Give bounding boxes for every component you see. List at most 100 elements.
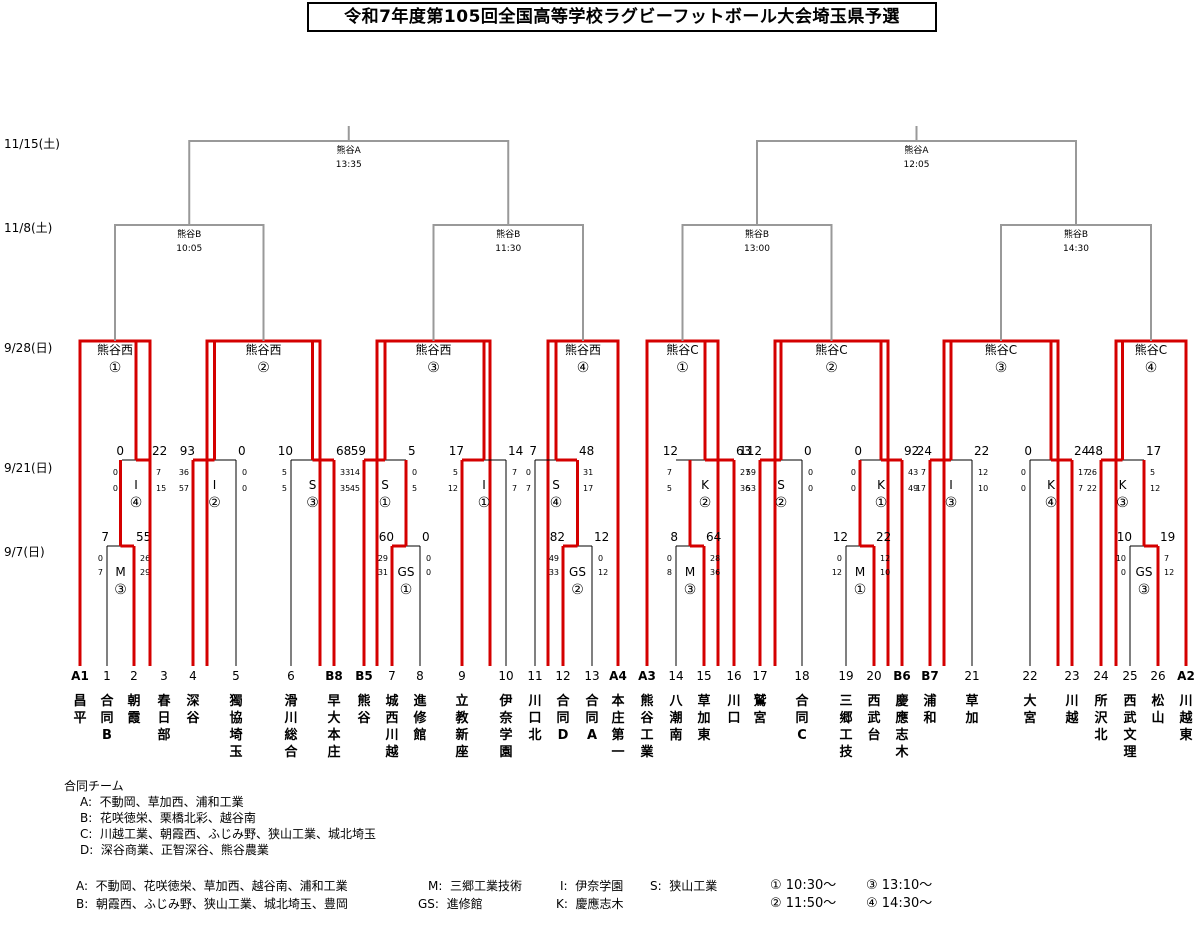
team-name-char: A: [587, 728, 597, 743]
semifinal-venue: 熊谷B: [496, 228, 520, 240]
round1-half-left: 0: [1121, 568, 1126, 577]
round2-half-right: 5: [1150, 468, 1155, 477]
round2-mark: ④: [1045, 495, 1058, 511]
team-name-char: 第: [611, 727, 624, 743]
team-name-char: 文: [1123, 727, 1137, 743]
team-name-char: 合: [556, 693, 570, 709]
round2-venue: I: [949, 478, 953, 492]
round2-half-right: 0: [808, 484, 813, 493]
team-name-char: 越: [1178, 710, 1193, 726]
team-slot-label: 19: [838, 669, 853, 683]
team-name-char: 埼: [229, 727, 242, 743]
round2-half-right: 7: [156, 468, 161, 477]
joint-team-b: B: 花咲徳栄、栗橋北彩、越谷南: [80, 811, 256, 825]
team-slot-label: 8: [416, 669, 424, 683]
round1-half-left: 10: [1116, 554, 1126, 563]
team-name-char: 合: [795, 693, 809, 709]
round1-venue: M: [115, 565, 125, 579]
round1-half-right: 26: [140, 554, 150, 563]
team-name-char: 郷: [839, 711, 852, 726]
team-name-char: 武: [1123, 710, 1136, 726]
round2-score-left: 59: [351, 444, 366, 458]
semifinal-time: 11:30: [495, 244, 521, 254]
round1-score-left: 7: [101, 530, 109, 544]
final-time: 13:35: [336, 160, 362, 170]
round2-score-left: 17: [449, 444, 464, 458]
team-name-char: 武: [867, 710, 880, 726]
round2-half-left: 14: [350, 468, 360, 477]
team-name-char: 潮: [669, 710, 682, 726]
round1-score-left: 82: [550, 530, 565, 544]
team-name-char: 技: [839, 744, 853, 760]
round2-half-right: 5: [412, 484, 417, 493]
team-name-char: 業: [639, 744, 654, 760]
round2-half-right: 43: [908, 468, 918, 477]
team-name-char: 熊: [357, 693, 370, 709]
team-name-char: 川: [726, 694, 740, 709]
round2-score-left: 7: [529, 444, 537, 458]
team-name-char: 協: [229, 710, 242, 726]
team-name-char: 所: [1094, 693, 1107, 709]
round1-score-right: 12: [594, 530, 609, 544]
final-venue: 熊谷A: [904, 144, 929, 156]
round2-half-left: 0: [1021, 468, 1026, 477]
quarterfinal-venue: 熊谷西: [415, 342, 451, 357]
team-slot-label: A2: [1177, 669, 1195, 683]
team-name-char: 部: [157, 727, 170, 743]
round2-half-right: 7: [1078, 484, 1083, 493]
time-legend-3: ③ 13:10～: [866, 878, 933, 893]
semifinal-time: 13:00: [744, 244, 770, 254]
team-name-char: 早: [327, 694, 340, 709]
team-name-char: 理: [1123, 745, 1136, 760]
team-slot-label: 4: [189, 669, 197, 683]
round2-mark: ②: [208, 495, 221, 511]
joint-team-a: A: 不動岡、草加西、浦和工業: [80, 795, 244, 809]
round2-score-right: 22: [152, 444, 167, 458]
round1-score-right: 64: [706, 530, 721, 544]
round2-score-left: 0: [854, 444, 862, 458]
team-name-char: 日: [157, 711, 170, 726]
team-name-char: 松: [1151, 693, 1164, 709]
round2-mark: ①: [379, 495, 392, 511]
team-name-char: 沢: [1094, 710, 1108, 726]
round2-venue: K: [701, 478, 710, 492]
round1-score-right: 22: [876, 530, 891, 544]
round2-mark: ④: [130, 495, 143, 511]
team-name-char: 熊: [640, 693, 653, 709]
round1-venue: M: [685, 565, 695, 579]
round2-half-left: 0: [113, 484, 118, 493]
semifinal-connector: [1000, 224, 1152, 341]
round2-score-right: 0: [804, 444, 812, 458]
team-name-char: 同: [100, 711, 113, 726]
team-name-char: 教: [454, 710, 469, 726]
team-slot-label: 6: [287, 669, 295, 683]
quarterfinal-bracket: [773, 339, 890, 666]
venue-legend-s: S: 狭山工業: [650, 879, 718, 893]
round2-score-right: 63: [736, 444, 751, 458]
round2-venue: I: [213, 478, 217, 492]
team-name-char: 台: [867, 727, 880, 743]
round2-venue: I: [134, 478, 138, 492]
venue-legend-b: B: 朝霞西、ふじみ野、狭山工業、城北埼玉、豊岡: [76, 897, 348, 911]
semifinal-time: 14:30: [1063, 244, 1089, 254]
round2-half-left: 22: [1087, 484, 1097, 493]
team-name-char: D: [558, 728, 569, 743]
team-slot-label: 9: [458, 669, 466, 683]
team-name-char: 草: [965, 693, 978, 709]
round2-half-right: 0: [242, 484, 247, 493]
final-venue: 熊谷A: [337, 144, 362, 156]
team-name-char: 立: [455, 693, 468, 709]
round2-half-right: 27: [740, 468, 750, 477]
team-name-char: 加: [964, 711, 978, 726]
joint-team-d: D: 深谷商業、正智深谷、熊谷農業: [80, 843, 269, 857]
venue-legend-gs: GS: 進修館: [418, 897, 483, 911]
team-name-char: 草: [697, 693, 710, 709]
round1-half-right: 7: [1164, 554, 1169, 563]
round2-half-right: 12: [978, 468, 988, 477]
round1-score-right: 55: [136, 530, 151, 544]
round1-score-left: 8: [670, 530, 678, 544]
round2-half-left: 5: [453, 468, 458, 477]
team-slot-label: 12: [555, 669, 570, 683]
team-name-char: 進: [413, 693, 426, 709]
round2-half-right: 33: [340, 468, 350, 477]
